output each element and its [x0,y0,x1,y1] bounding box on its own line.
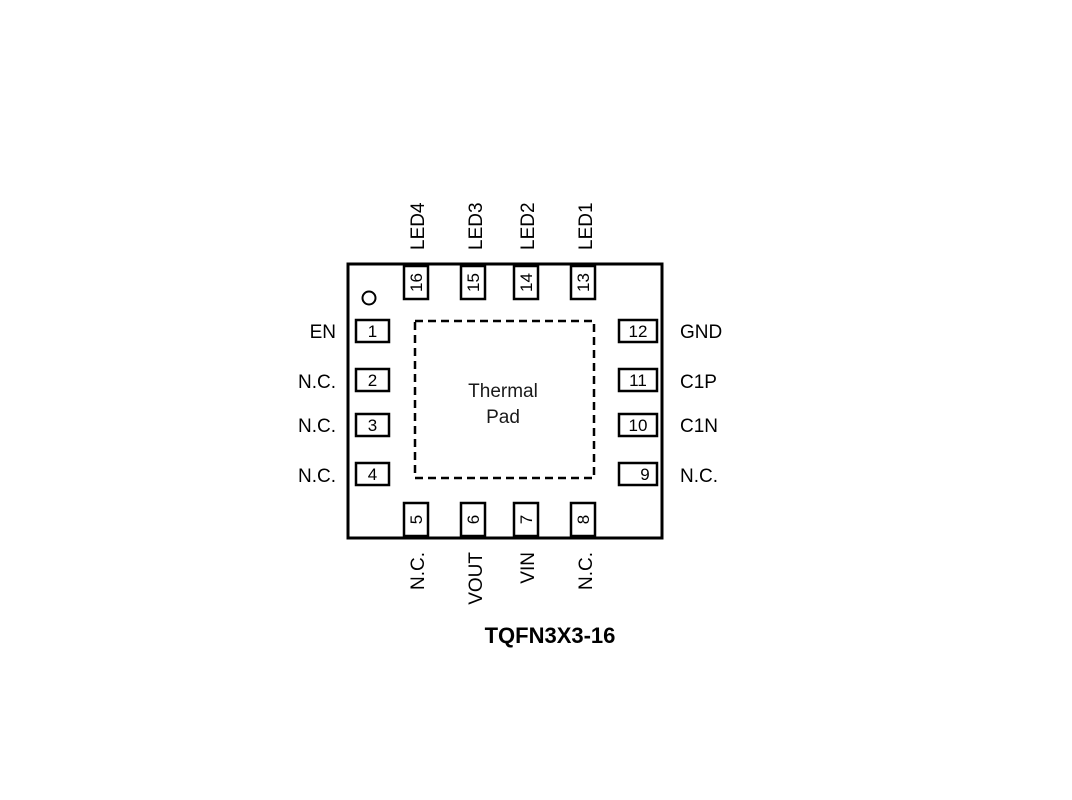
pin-name: N.C. [298,416,336,437]
pin-name: LED4 [408,202,429,250]
pin-pad [459,501,487,538]
pin-number: 1 [368,322,377,341]
pin-7: 7 VIN [512,501,540,584]
pin-number: 2 [368,371,377,390]
pin-number: 10 [629,416,648,435]
pin-pad [512,264,540,301]
pin-12: 12 GND [617,318,722,344]
pin-number: 15 [464,273,483,292]
pin-3: 3 N.C. [298,412,391,438]
pin-name: VOUT [466,552,487,605]
pin-14: 14 LED2 [512,202,540,301]
pin-pad [617,461,659,487]
pin-number: 11 [629,371,647,390]
pin-number: 12 [629,322,648,341]
pin-name: N.C. [298,466,336,487]
pin-name: C1N [680,416,718,437]
pin-number: 14 [517,273,536,292]
pin-4: 4 N.C. [298,461,391,487]
pin-pad [617,412,659,438]
pin-9: 9 N.C. [617,461,718,487]
pin-number: 8 [574,515,593,524]
pin-name: N.C. [576,552,597,590]
pin-name: N.C. [680,466,718,487]
pin-1: 1 EN [310,318,391,344]
pin-number: 7 [517,515,536,524]
pin-number: 13 [574,273,593,292]
pin-pad [569,264,597,301]
pin-pad [354,367,391,393]
pin-number: 6 [464,515,483,524]
pin-name: N.C. [298,372,336,393]
pin-8: 8 N.C. [569,501,597,590]
pin-10: 10 C1N [617,412,718,438]
pin-5: 5 N.C. [402,501,430,590]
pin-name: GND [680,322,722,343]
thermal-pad-label-line1: Thermal [468,381,538,402]
pin-number: 3 [368,416,377,435]
pin-number: 5 [407,515,426,524]
pin-name: LED3 [466,202,487,250]
pin-pad [569,501,597,538]
pin-2: 2 N.C. [298,367,391,393]
pin-pad [459,264,487,301]
pin-11: 11 C1P [617,367,717,393]
pin-pad [512,501,540,538]
pin-name: VIN [518,552,539,584]
pin-pad [617,318,659,344]
pin-number: 9 [640,465,649,484]
pin-name: N.C. [408,552,429,590]
pin-number: 4 [368,465,377,484]
pin-6: 6 VOUT [459,501,487,605]
pin-15: 15 LED3 [459,202,487,301]
pin-name: C1P [680,372,717,393]
package-body [346,262,664,540]
pin-pad [354,461,391,487]
pin-pad [402,264,430,301]
pin-pad [354,412,391,438]
pin1-marker [361,290,377,306]
pin-number: 16 [407,273,426,292]
pin-13: 13 LED1 [569,202,597,301]
pin-pad [617,367,659,393]
package-name: TQFN3X3-16 [485,623,616,648]
thermal-pad-label-line2: Pad [486,407,520,428]
pin-pad [402,501,430,538]
pin-pad [354,318,391,344]
pin-name: EN [310,322,336,343]
pin-name: LED1 [576,202,597,250]
pin-16: 16 LED4 [402,202,430,301]
pin-name: LED2 [518,202,539,250]
